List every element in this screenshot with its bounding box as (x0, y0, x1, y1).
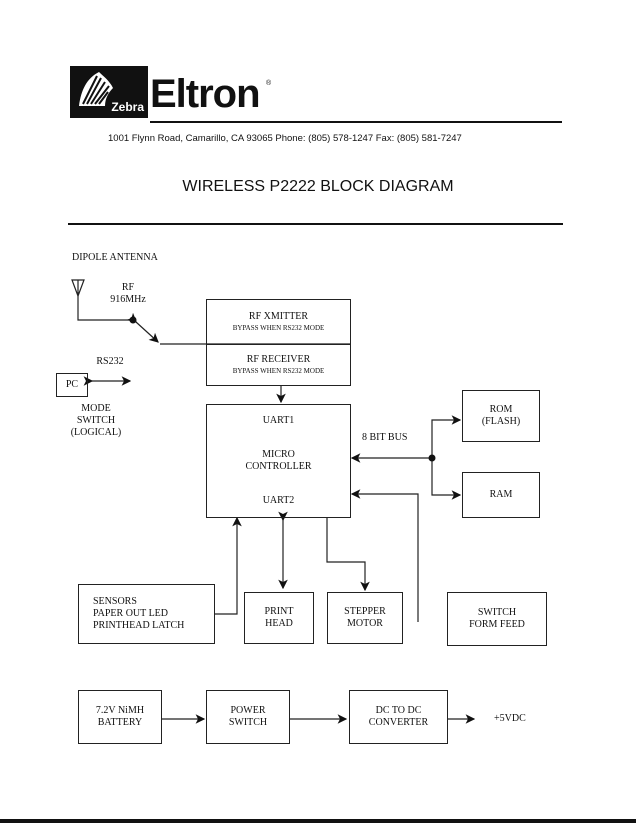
mode-switch-line: MODE (81, 403, 111, 414)
switch-form-feed-block: SWITCH FORM FEED (447, 592, 547, 646)
bus-to-rom-arrow (431, 415, 462, 458)
mode-switch-line: (LOGICAL) (70, 427, 122, 438)
logo-text: Zebra (111, 100, 144, 114)
stepper-motor-block: STEPPER MOTOR (327, 592, 403, 644)
dc-converter-line: DC TO DC (375, 705, 422, 716)
antenna-icon (71, 279, 85, 298)
pc-block: PC (56, 373, 88, 397)
bus-to-ram-arrow (431, 458, 462, 500)
rf-xmitter-note: BYPASS WHEN RS232 MODE (232, 324, 325, 332)
page-title: WIRELESS P2222 BLOCK DIAGRAM (182, 178, 454, 195)
ram-label: RAM (489, 489, 513, 500)
mode-switch-line: SWITCH (76, 415, 116, 426)
form-feed-line: FORM FEED (469, 619, 525, 630)
sensors-line: SENSORS (93, 596, 137, 607)
brand-name: Eltron (150, 72, 261, 116)
zebra-logo: Zebra (70, 66, 148, 118)
sensors-line: PRINTHEAD LATCH (93, 620, 185, 631)
battery-line: 7.2V NiMH (95, 705, 145, 716)
mcu-title-line: CONTROLLER (245, 461, 312, 472)
rf-junction-dot (129, 316, 137, 324)
rf-frequency: 916MHz (110, 294, 146, 305)
battery-block: 7.2V NiMH BATTERY (78, 690, 162, 744)
battery-line: BATTERY (97, 717, 143, 728)
uart1-label: UART1 (262, 415, 295, 426)
rf-switch-arrow (126, 312, 159, 343)
print-head-block: PRINT HEAD (244, 592, 314, 644)
power-switch-block: POWER SWITCH (206, 690, 290, 744)
rf-xmitter-block: RF XMITTER BYPASS WHEN RS232 MODE (206, 299, 351, 345)
power-switch-line: POWER (230, 705, 266, 716)
power-switch-line: SWITCH (228, 717, 268, 728)
bus-junction-dot (428, 454, 436, 462)
registered-mark: ® (266, 80, 272, 87)
antenna-wire (77, 296, 133, 321)
mode-switch-label: MODE SWITCH (LOGICAL) (66, 403, 126, 439)
rf-receiver-block: RF RECEIVER BYPASS WHEN RS232 MODE (206, 344, 351, 386)
sensors-line: PAPER OUT LED (93, 608, 169, 619)
rs232-label: RS232 (96, 356, 124, 367)
rom-block: ROM (FLASH) (462, 390, 540, 442)
rom-label: ROM (489, 404, 513, 415)
rf-xmitter-title: RF XMITTER (248, 311, 309, 322)
antenna-label: DIPOLE ANTENNA (72, 252, 158, 263)
stepper-motor-line: MOTOR (347, 618, 383, 629)
pc-label: PC (65, 379, 79, 390)
company-address: 1001 Flynn Road, Camarillo, CA 93065 Pho… (108, 133, 462, 144)
mcu-title: MICRO CONTROLLER (245, 449, 311, 473)
sensors-to-mcu-arrow (214, 516, 242, 615)
title-rule (68, 223, 563, 225)
dc-converter-line: CONVERTER (368, 717, 429, 728)
uart2-label: UART2 (262, 495, 295, 506)
dc-converter-block: DC TO DC CONVERTER (349, 690, 448, 744)
ram-block: RAM (462, 472, 540, 518)
stepper-motor-line: STEPPER (344, 606, 386, 617)
print-head-line: HEAD (265, 618, 293, 629)
rf-receiver-note: BYPASS WHEN RS232 MODE (232, 366, 325, 375)
zebra-head-icon (79, 72, 113, 106)
rom-sublabel: (FLASH) (481, 416, 521, 427)
header-rule (150, 121, 562, 123)
microcontroller-block: UART1 MICRO CONTROLLER UART2 (206, 404, 351, 518)
bus-label: 8 BIT BUS (362, 432, 408, 443)
stepper-arrow (326, 518, 370, 592)
print-head-line: PRINT (264, 606, 294, 617)
sensors-block: SENSORS PAPER OUT LED PRINTHEAD LATCH (78, 584, 215, 644)
form-feed-line: SWITCH (477, 607, 517, 618)
rf-label: RF (121, 282, 135, 293)
form-feed-to-mcu-arrow (350, 489, 419, 622)
mcu-title-line: MICRO (262, 449, 295, 460)
rf-receiver-title: RF RECEIVER (246, 353, 311, 365)
output-voltage-label: +5VDC (494, 713, 526, 724)
page-bottom-edge (0, 819, 636, 823)
